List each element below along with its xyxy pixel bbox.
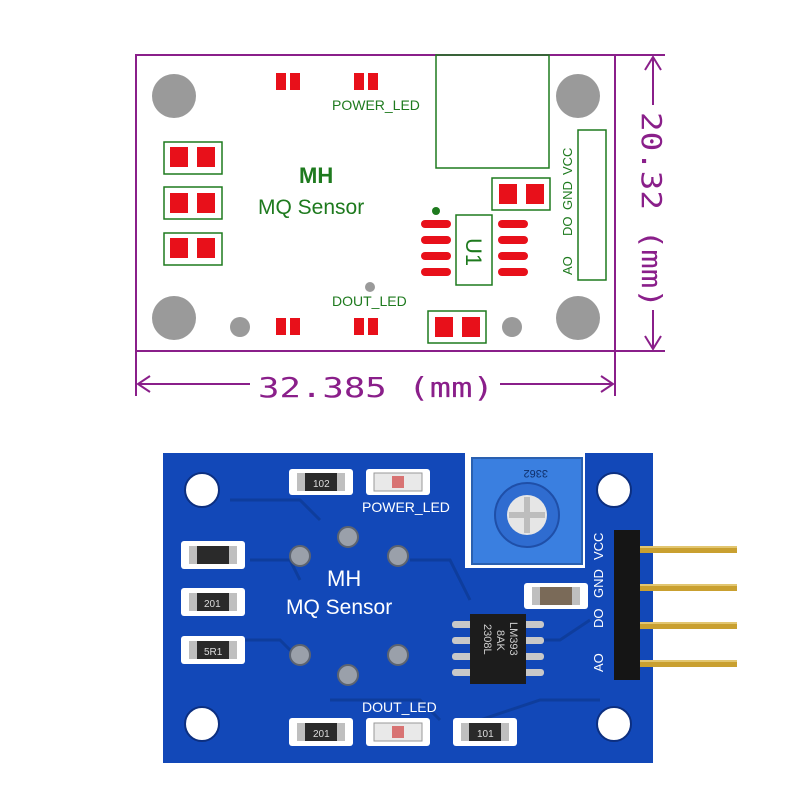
small-hole bbox=[502, 317, 522, 337]
pot-marking: 3362 bbox=[524, 467, 548, 479]
pin-header-outline bbox=[577, 129, 607, 281]
pin-vcc-label: VCC bbox=[560, 148, 575, 175]
lm393-ic: LM393 8AK 2308L bbox=[452, 614, 544, 684]
mount-hole bbox=[556, 296, 600, 340]
model-label: MQ Sensor bbox=[258, 196, 364, 219]
smd-marking: 101 bbox=[477, 729, 494, 740]
power-led-silkscreen: POWER_LED bbox=[362, 499, 450, 515]
pin-labels: VCC GND DO AO bbox=[560, 148, 575, 275]
board-outline bbox=[135, 54, 616, 352]
smd-marking: 5R1 bbox=[204, 647, 223, 658]
dout-led-silkscreen: DOUT_LED bbox=[362, 699, 437, 715]
ic-footprint: U1 bbox=[421, 207, 528, 286]
pin-vcc-silkscreen: VCC bbox=[591, 533, 606, 560]
capacitor-pads bbox=[491, 177, 551, 211]
small-hole bbox=[365, 282, 375, 292]
smd-resistor-left-2: 201 bbox=[181, 588, 245, 616]
potentiometer-outline bbox=[435, 54, 550, 169]
sensor-solder-pads bbox=[289, 526, 409, 686]
ic-marking-2: 8AK bbox=[494, 630, 506, 651]
smd-marking: 201 bbox=[313, 729, 330, 740]
smd-resistor-left-1 bbox=[181, 541, 245, 569]
smd-resistor-left-3: 5R1 bbox=[181, 636, 245, 664]
potentiometer[interactable]: 3362 bbox=[465, 453, 585, 568]
smd-marking: 102 bbox=[313, 479, 330, 490]
pin-ao-label: AO bbox=[560, 256, 575, 275]
bottom-resistor-pads bbox=[427, 310, 487, 344]
pcb-photo: 102 POWER_LED 3362 201 bbox=[163, 453, 737, 763]
smd-capacitor bbox=[524, 583, 588, 609]
brand-label: MH bbox=[299, 163, 333, 188]
brand-silkscreen: MH bbox=[327, 566, 361, 591]
pin-do-label: DO bbox=[560, 217, 575, 237]
dout-led-label: DOUT_LED bbox=[332, 293, 407, 309]
mount-hole bbox=[152, 74, 196, 118]
ic-marking-3: 2308L bbox=[481, 624, 493, 655]
pin-header[interactable] bbox=[614, 530, 737, 680]
power-led bbox=[366, 469, 430, 495]
dout-led bbox=[366, 718, 430, 746]
pcb-layout-drawing: POWER_LED MH MQ Sensor U1 bbox=[118, 18, 680, 430]
power-led-resistor-pads bbox=[276, 73, 378, 90]
smd-resistor-bottom-2: 101 bbox=[453, 718, 517, 746]
smd-resistor-top: 102 bbox=[289, 469, 353, 495]
ic-ref-label: U1 bbox=[461, 238, 486, 266]
height-dimension bbox=[615, 54, 665, 352]
model-silkscreen: MQ Sensor bbox=[286, 596, 392, 619]
height-dimension-label: 20.32 (mm) bbox=[635, 112, 668, 308]
ic-marking-1: LM393 bbox=[507, 622, 519, 656]
width-dimension-label: 32.385 (mm) bbox=[258, 371, 494, 404]
pin-do-silkscreen: DO bbox=[591, 609, 606, 629]
mount-hole bbox=[152, 296, 196, 340]
pin-silkscreen-labels: VCC GND DO AO bbox=[591, 533, 606, 672]
pin-gnd-label: GND bbox=[560, 181, 575, 210]
mount-holes bbox=[184, 472, 632, 742]
dout-led-pads bbox=[276, 318, 378, 335]
smd-marking: 201 bbox=[204, 599, 221, 610]
power-led-label: POWER_LED bbox=[332, 97, 420, 113]
width-dimension bbox=[135, 351, 616, 396]
pin-gnd-silkscreen: GND bbox=[591, 569, 606, 598]
small-hole bbox=[230, 317, 250, 337]
pin-ao-silkscreen: AO bbox=[591, 653, 606, 672]
left-resistor-pads bbox=[163, 141, 223, 266]
smd-resistor-bottom-1: 201 bbox=[289, 718, 353, 746]
mount-hole bbox=[556, 74, 600, 118]
